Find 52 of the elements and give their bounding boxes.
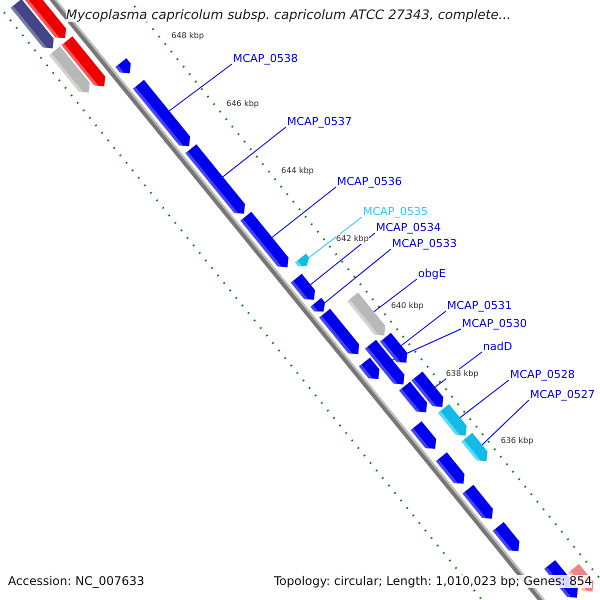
leader-line [222, 126, 286, 178]
gene-label: MCAP_0538 [233, 52, 298, 65]
leader-line [460, 380, 510, 418]
gene-feature [133, 80, 190, 146]
leader-line [373, 278, 418, 312]
leader-line [168, 64, 232, 112]
gene-label: MCAP_0534 [376, 221, 441, 234]
gene-label: MCAP_0531 [447, 299, 512, 312]
gene-feature [290, 274, 315, 300]
gene-feature [62, 36, 106, 86]
gene-feature [410, 421, 436, 449]
leader-line [482, 400, 530, 446]
gene-feature [347, 292, 386, 336]
leader-line [272, 186, 336, 238]
gene-feature [492, 522, 520, 552]
gene-feature [186, 144, 245, 214]
scale-label: 648 kbp [171, 31, 204, 42]
gene-feature [359, 358, 380, 380]
gene-feature [380, 332, 408, 363]
gene-feature [438, 404, 467, 436]
gene-feature [240, 212, 288, 268]
gene-feature [310, 298, 326, 312]
gene-label: MCAP_0535 [363, 205, 428, 218]
scale-label: 640 kbp [390, 301, 424, 312]
gene-feature [462, 484, 493, 519]
gene-label: MCAP_0528 [510, 368, 575, 381]
gene-feature [23, 0, 66, 38]
title: Mycoplasma capricolum subsp. capricolum ATCC 27343, complete... [66, 9, 511, 22]
gene-label: MCAP_0536 [337, 175, 402, 188]
leader-line [324, 248, 392, 303]
gene-feature [462, 432, 488, 462]
scale-label: 642 kbp [336, 234, 369, 244]
gene-label: obgE [418, 267, 446, 280]
scale-label: 638 kbp [446, 368, 478, 379]
scale-label: 644 kbp [281, 166, 314, 176]
gene-feature [436, 452, 464, 484]
gene-label: MCAP_0527 [530, 388, 595, 401]
gene-feature [412, 372, 444, 407]
gene-label: MCAP_0533 [392, 237, 457, 250]
scale-label: 646 kbp [226, 98, 259, 109]
genome-info-text: Topology: circular; Length: 1,010,023 bp; Genes: 854 [274, 575, 592, 588]
gene-label: MCAP_0530 [462, 317, 527, 330]
leader-line [308, 216, 362, 258]
gene-label: nadD [483, 340, 512, 353]
gene-feature [295, 254, 310, 266]
accession-text: Accession: NC_007633 [8, 575, 144, 588]
gene-label: MCAP_0537 [287, 115, 352, 128]
gene-feature [319, 308, 360, 354]
gene-feature [116, 58, 131, 74]
leader-line [310, 232, 376, 286]
leader-line [400, 310, 446, 346]
scale-label: 636 kbp [500, 436, 534, 446]
